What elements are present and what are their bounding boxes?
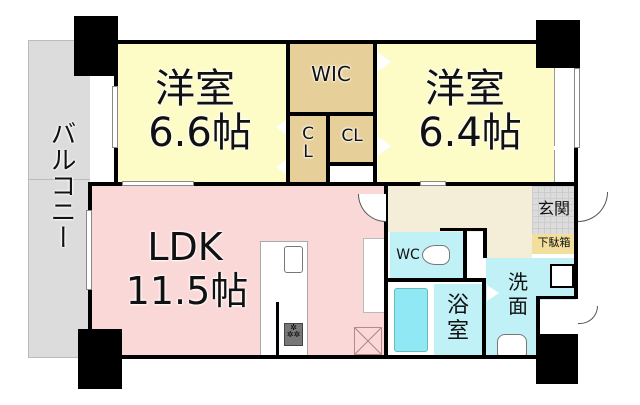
hallway <box>388 186 532 232</box>
wall-bottom <box>88 355 538 359</box>
getabako <box>532 234 576 254</box>
bedroom-left <box>117 42 287 182</box>
bathtub <box>394 288 428 352</box>
wall-wc-top <box>440 228 486 231</box>
entrance-door-swing <box>578 192 608 222</box>
walk-in-closet <box>290 44 373 112</box>
opening-hall-bedroom <box>420 181 446 186</box>
cl-door-icon <box>377 136 391 156</box>
kitchen-divider <box>276 302 279 358</box>
window-ldk-left <box>86 210 92 290</box>
getabako-label: 下駄箱 <box>537 236 571 249</box>
column-top-left <box>74 16 118 76</box>
closet-door-swing <box>578 306 598 324</box>
washroom-label-top: 洗 <box>508 270 528 294</box>
wall-tank-right <box>483 228 487 258</box>
washbasin-icon <box>497 334 527 356</box>
wall-right-lower <box>574 258 578 298</box>
closet-door-icon <box>276 160 286 174</box>
closet-right <box>330 116 373 162</box>
opening-ldk-bedroom <box>122 181 194 186</box>
cl-left-label-top: C <box>302 124 314 144</box>
ldk-size: 11.5帖 <box>125 269 249 313</box>
wall-left-bedroom-2 <box>114 148 118 184</box>
closet-entrance <box>540 300 576 334</box>
wall-wash-right <box>536 296 540 358</box>
bedroom-left-name: 洋室 <box>155 66 235 112</box>
closet-door-icon <box>276 120 286 134</box>
closet-left <box>290 116 326 182</box>
bath-label-top: 浴 <box>446 293 469 318</box>
window-bedroom-left <box>112 86 118 148</box>
bedroom-right-name: 洋室 <box>425 66 505 112</box>
bath-label-bottom: 室 <box>446 319 469 344</box>
wall-right-outer <box>574 40 578 258</box>
storage-x-box <box>354 327 382 355</box>
column-bottom-right <box>536 334 578 384</box>
genkan-label: 玄関 <box>537 199 570 218</box>
bedroom-right-alcove-lower <box>554 150 576 182</box>
washroom-label-bottom: 面 <box>508 294 528 318</box>
refrigerator-space <box>363 238 385 313</box>
cl-left-label-bottom: L <box>303 142 313 162</box>
wic-door-icon <box>377 52 391 72</box>
ldk <box>91 186 384 358</box>
washing-machine-space <box>550 264 574 288</box>
stove-icon: ✲✲✲ <box>284 323 303 346</box>
wc-label: WC <box>396 247 420 263</box>
wall-bath-right <box>482 278 486 358</box>
balcony-label: バルコニー <box>46 120 76 250</box>
cl-right-label: CL <box>341 126 363 146</box>
column-bottom-left <box>78 329 122 389</box>
wall-wash-closet-top <box>536 296 578 299</box>
bedroom-right-size: 6.4帖 <box>418 110 522 156</box>
wall-wic-bottom <box>286 112 376 116</box>
sink-icon <box>284 246 303 273</box>
balcony-lower <box>28 180 90 358</box>
toilet-tank-space <box>467 232 483 256</box>
hallway-lower <box>486 232 532 258</box>
wall-cl-divider <box>326 112 330 184</box>
wic-label: WIC <box>311 62 351 86</box>
wall-wc-bottom <box>384 278 486 282</box>
bedroom-right-alcove <box>554 66 576 146</box>
toilet-icon <box>422 245 450 265</box>
bedroom-right <box>378 44 554 182</box>
column-top-right <box>536 20 580 68</box>
bedroom-left-size: 6.6帖 <box>148 110 252 156</box>
wall-cl-bottom <box>326 162 376 166</box>
ldk-name: LDK <box>147 225 223 269</box>
wall-top-left <box>114 40 576 44</box>
washroom-door-icon <box>487 285 499 301</box>
closet-shelf <box>330 166 373 182</box>
wall-ldk-right <box>384 182 388 358</box>
genkan <box>532 186 576 234</box>
wall-mid-horizontal <box>88 182 578 186</box>
wall-wc-right <box>463 228 467 282</box>
window-bedroom-right <box>574 68 580 148</box>
